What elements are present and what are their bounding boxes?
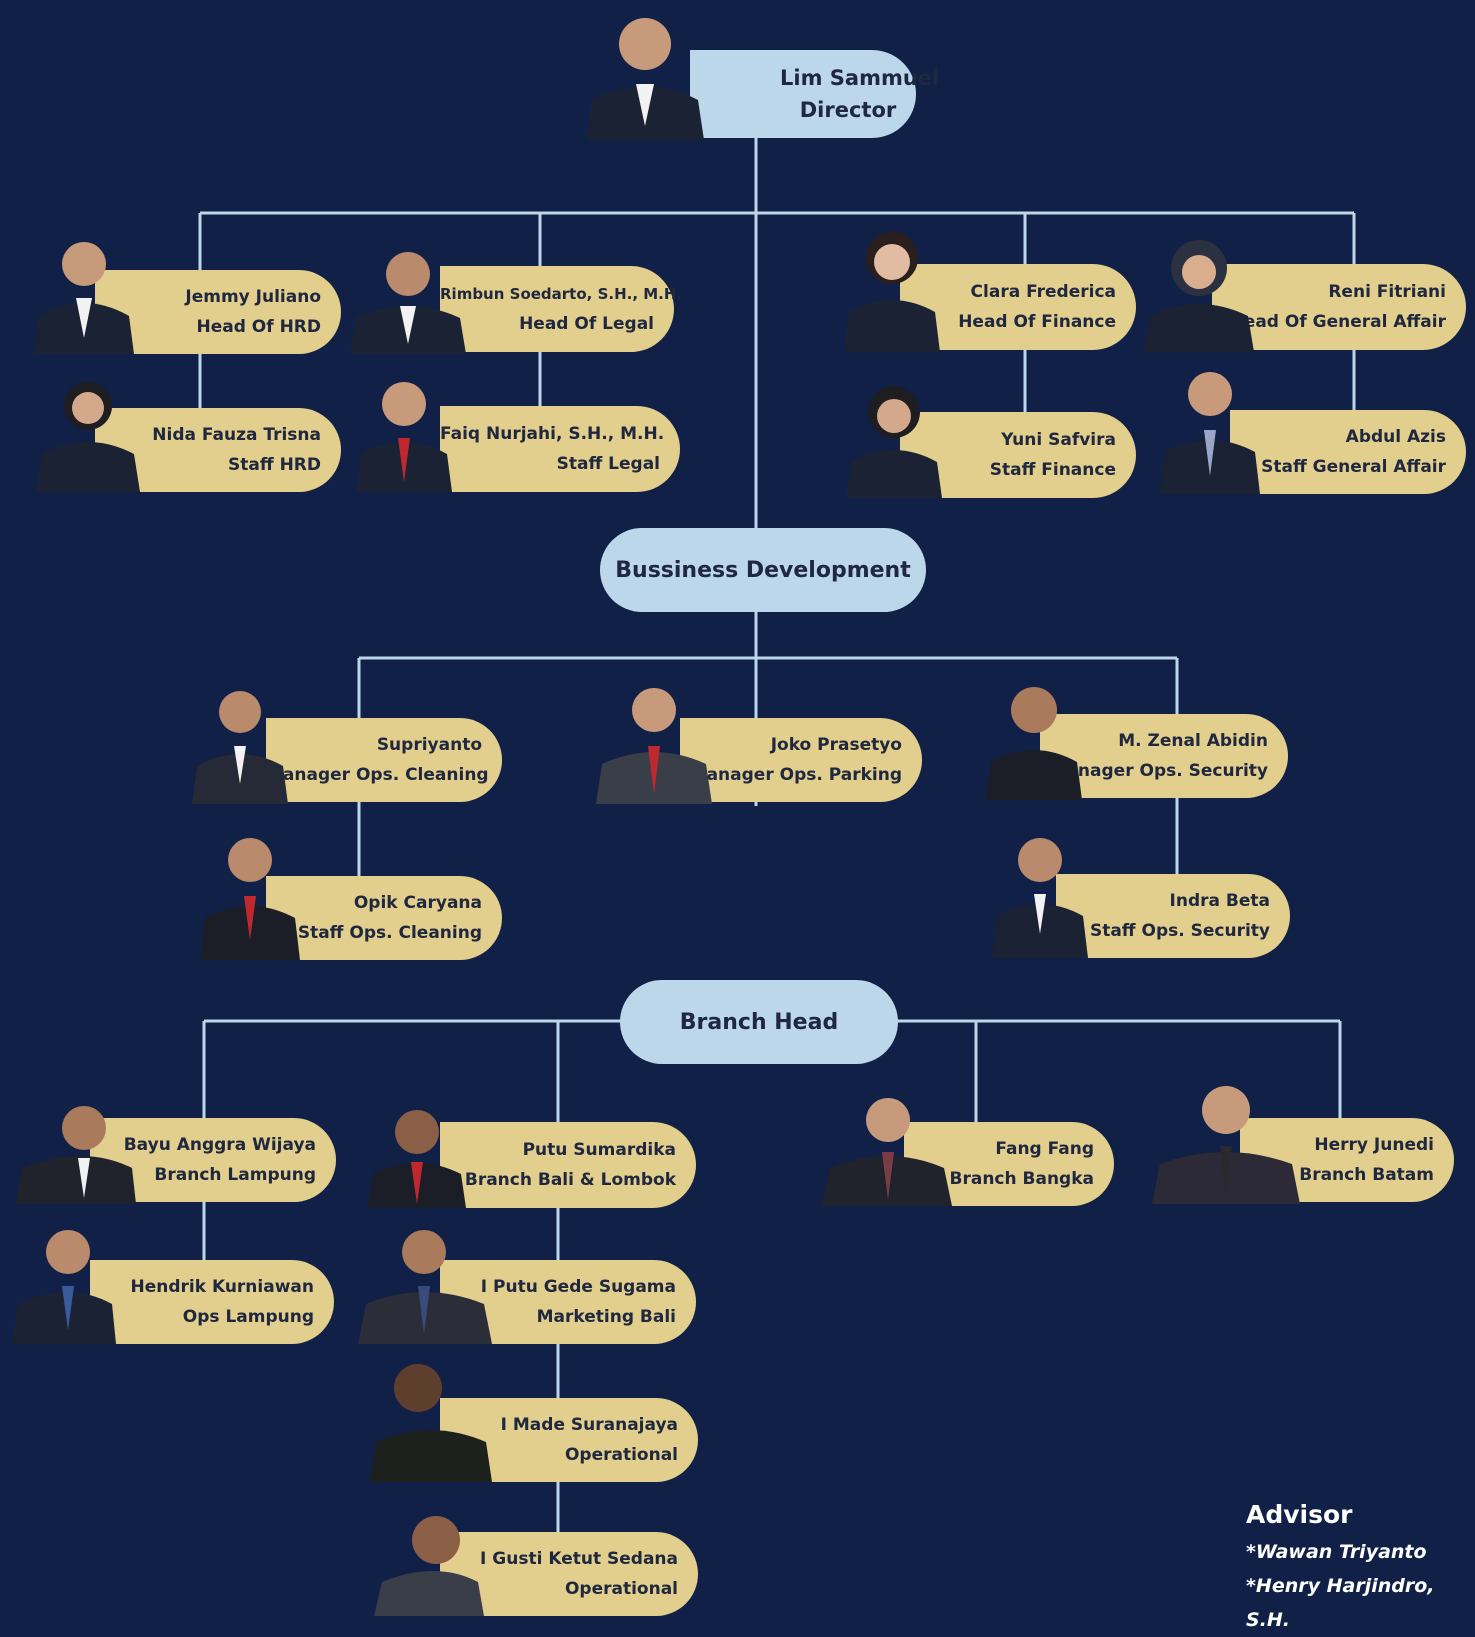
person-role: Head Of General Affair [1229,312,1446,332]
person-role: Branch Batam [1299,1165,1434,1185]
director-name: Lim Sammuel [780,66,940,90]
branch-head-label: Branch Head [679,1009,839,1035]
person-role: Branch Bangka [949,1169,1095,1189]
person-name: Putu Sumardika [522,1140,676,1160]
person-name: Jemmy Juliano [185,287,321,307]
person-role: Ops Lampung [182,1307,314,1327]
person-photo-icon [192,691,288,804]
person-role: Head Of Finance [958,312,1116,332]
person-photo-icon [358,1230,492,1344]
person-role: Staff Legal [556,454,660,474]
person-photo-icon [846,386,942,498]
person-role: Marketing Bali [536,1307,676,1327]
person-role: Branch Lampung [154,1165,316,1185]
person-name: Herry Junedi [1314,1135,1434,1155]
person-photo-icon [992,838,1088,958]
person-name: I Made Suranajaya [500,1415,678,1435]
person-role: Manager Ops. Parking [689,765,902,785]
person-photo-icon [1152,1086,1300,1204]
person-role: Staff General Affair [1261,457,1446,477]
person-name: M. Zenal Abidin [1118,731,1268,751]
person-box-branch-bali-lombok: Putu Sumardika Branch Bali & Lombok [440,1122,696,1208]
director-photo-icon [586,18,704,140]
person-photo-icon [370,1364,492,1482]
person-role: Manager Ops. Cleaning [266,765,489,785]
director-role: Director [799,98,897,122]
person-photo-icon [596,688,712,804]
person-box-manager-cleaning: Supriyanto Manager Ops. Cleaning [266,718,502,802]
person-photo-icon [200,838,300,960]
person-name: Fang Fang [995,1139,1094,1159]
person-photo-icon [986,687,1082,800]
person-role: Manager Ops. Security [1049,761,1268,781]
person-box-head-hrd: Jemmy Juliano Head Of HRD [95,270,341,354]
advisor-block: Advisor *Wawan Triyanto *Henry Harjindro… [1246,1500,1475,1637]
person-photo-icon [12,1230,116,1344]
director-box: Lim Sammuel Director [690,50,940,138]
person-role: Head Of HRD [196,317,321,337]
person-photo-icon [16,1106,136,1204]
person-photo-icon [36,382,140,492]
person-name: I Gusti Ketut Sedana [480,1549,678,1569]
person-role: Operational [564,1445,678,1465]
person-name: Supriyanto [376,735,482,755]
person-name: Faiq Nurjahi, S.H., M.H. [440,424,665,444]
advisor-title: Advisor [1246,1500,1353,1529]
person-photo-icon [356,382,452,492]
person-role: Staff Ops. Security [1089,921,1270,941]
person-photo-icon [822,1098,952,1206]
person-box-manager-parking: Joko Prasetyo Manager Ops. Parking [680,718,922,802]
business-development-label: Bussiness Development [615,557,911,583]
person-name: Opik Caryana [353,893,482,913]
person-name: Bayu Anggra Wijaya [123,1135,316,1155]
person-name: Abdul Azis [1345,427,1446,447]
person-name: Nida Fauza Trisna [152,425,321,445]
person-box-operational-2: I Gusti Ketut Sedana Operational [440,1532,698,1616]
person-name: Rimbun Soedarto, S.H., M.H. [440,285,683,303]
person-role: Staff HRD [228,455,321,475]
person-name: Hendrik Kurniawan [130,1277,314,1297]
person-photo-icon [368,1110,466,1208]
person-photo-icon [350,252,466,354]
person-name: Indra Beta [1169,891,1270,911]
person-name: Reni Fitriani [1328,282,1446,302]
person-box-staff-legal: Faiq Nurjahi, S.H., M.H. Staff Legal [440,406,680,492]
person-photo-icon [1160,372,1260,494]
person-name: Yuni Safvira [1001,430,1116,450]
person-role: Branch Bali & Lombok [464,1170,676,1190]
person-box-staff-security: Indra Beta Staff Ops. Security [1056,874,1290,958]
person-name: Joko Prasetyo [770,735,902,755]
advisor-name: *Wawan Triyanto [1246,1541,1427,1563]
person-box-manager-security: M. Zenal Abidin Manager Ops. Security [1040,714,1288,798]
person-box-head-general-affair: Reni Fitriani Head Of General Affair [1212,264,1466,350]
advisor-name: *Henry Harjindro, S.H. [1246,1575,1435,1631]
person-role: Staff Finance [989,460,1116,480]
person-name: I Putu Gede Sugama [480,1277,676,1297]
person-role: Operational [564,1579,678,1599]
person-box-staff-cleaning: Opik Caryana Staff Ops. Cleaning [266,876,502,960]
person-box-head-finance: Clara Frederica Head Of Finance [900,264,1136,350]
person-photo-icon [844,232,940,352]
person-name: Clara Frederica [970,282,1116,302]
person-box-head-legal: Rimbun Soedarto, S.H., M.H. Head Of Lega… [440,266,683,352]
business-development-pill: Bussiness Development [600,528,926,612]
person-role: Head Of Legal [519,314,654,334]
person-box-staff-general-affair: Abdul Azis Staff General Affair [1230,410,1466,494]
person-photo-icon [374,1516,484,1616]
person-box-staff-hrd: Nida Fauza Trisna Staff HRD [95,408,341,492]
person-box-ops-lampung: Hendrik Kurniawan Ops Lampung [90,1260,334,1344]
person-photo-icon [34,242,134,354]
branch-head-pill: Branch Head [620,980,898,1064]
person-photo-icon [1144,240,1254,352]
person-role: Staff Ops. Cleaning [297,923,482,943]
